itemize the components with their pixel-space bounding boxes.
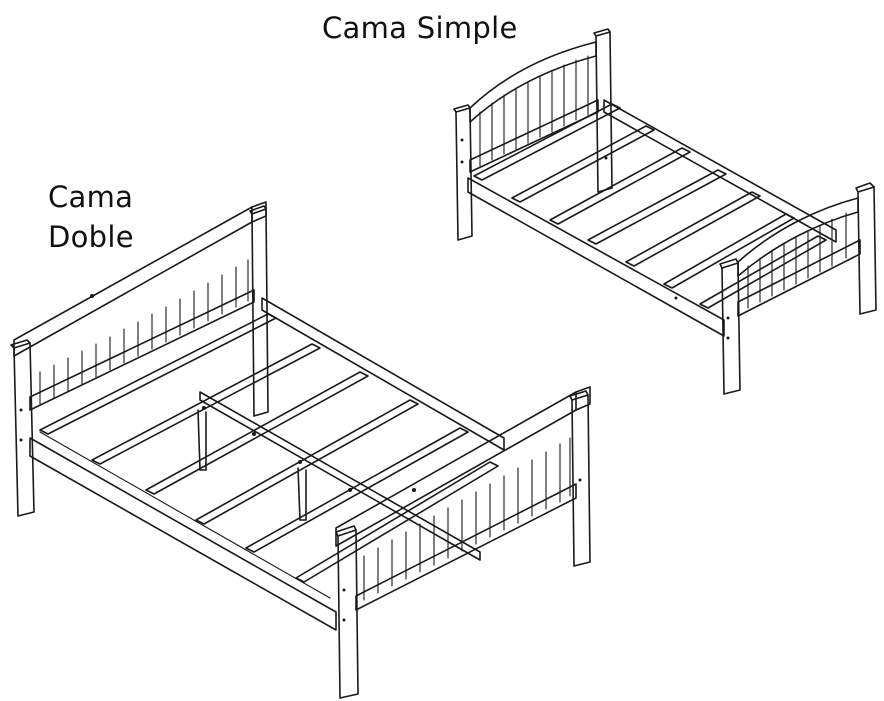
double-mattress-slats — [39, 313, 499, 583]
single-headboard-left-post — [455, 107, 473, 241]
double-footboard-top-rail — [335, 391, 577, 547]
single-bed-label: Cama Simple — [322, 11, 518, 45]
single-headboard-slats — [479, 55, 589, 167]
double-bed-label-line1: Cama — [48, 180, 134, 214]
single-footboard-left-post — [721, 262, 741, 395]
double-bed-drawing — [10, 201, 591, 699]
single-headboard-arch — [469, 41, 597, 123]
double-left-side-rail — [29, 437, 337, 631]
double-footboard-left-post — [337, 529, 359, 699]
double-headboard-right-post — [251, 208, 269, 417]
double-headboard-top-rail — [13, 206, 253, 357]
single-footboard-right-post — [857, 186, 877, 315]
double-footboard-right-post — [571, 394, 591, 567]
single-bed-drawing — [453, 28, 877, 395]
single-footboard-arch — [737, 197, 859, 277]
double-headboard-left-post — [13, 342, 35, 517]
double-footboard-slats — [363, 437, 571, 601]
single-mattress-slats — [473, 103, 827, 309]
double-bed-label-line2: Doble — [48, 220, 134, 254]
single-headboard-right-post — [595, 31, 613, 193]
double-headboard-slats — [39, 259, 249, 405]
single-left-side-rail — [467, 177, 725, 337]
single-footboard-slats — [747, 212, 847, 309]
double-right-side-rail — [261, 297, 505, 451]
